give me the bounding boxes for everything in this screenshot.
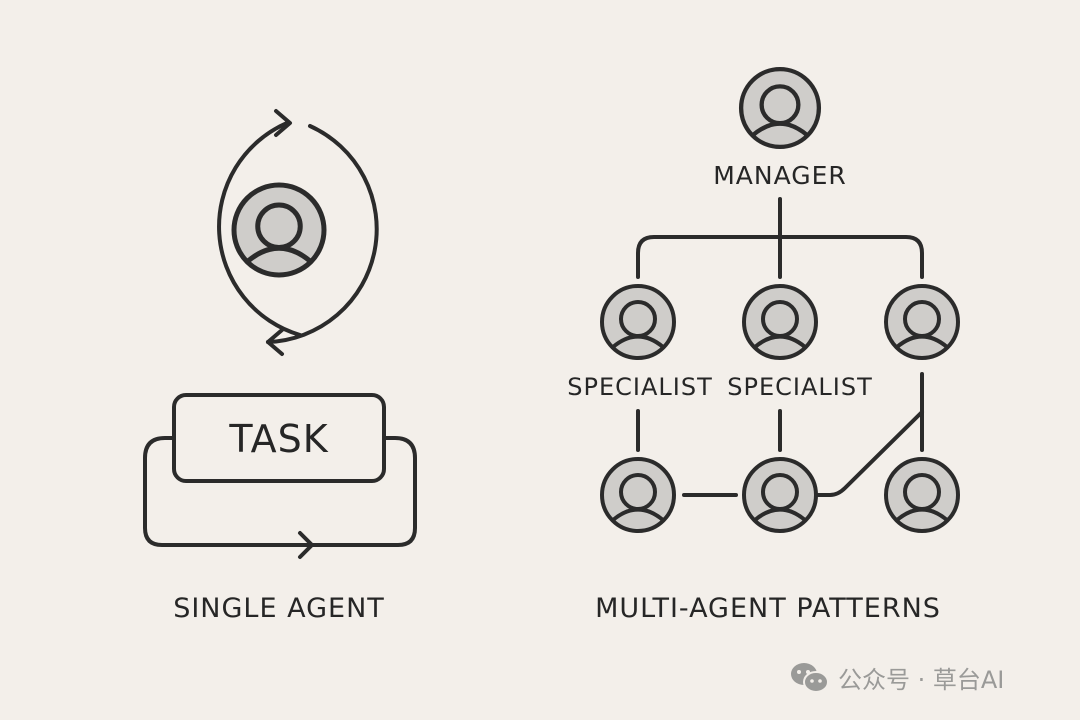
specialist-avatar-icon [742, 284, 818, 360]
specialist-avatar-icon [600, 284, 676, 360]
watermark-text: 公众号 · 草台AI [838, 666, 1005, 694]
watermark: 公众号 · 草台AI [790, 660, 1004, 695]
specialist-label: SPECIALIST [727, 373, 872, 401]
specialist-label: SPECIALIST [567, 373, 712, 401]
specialist-avatar-icon [884, 284, 960, 360]
multi-agent-caption: MULTI-AGENT PATTERNS [595, 593, 941, 624]
hierarchy-connectors [636, 197, 924, 279]
cycle-arrow-icon [217, 109, 379, 356]
single-agent-avatar-icon [234, 185, 324, 275]
single-agent-section: TASK SINGLE AGENT [143, 109, 417, 624]
manager-label: MANAGER [713, 161, 847, 190]
wechat-icon [791, 662, 829, 693]
task-label: TASK [228, 417, 328, 461]
manager-avatar-icon [741, 69, 819, 147]
worker-avatar-icon [600, 457, 676, 533]
worker-avatar-icon [884, 457, 960, 533]
task-box [172, 393, 386, 483]
loop-arrow-icon [143, 436, 417, 559]
multi-agent-section: MANAGER SPECIALIST SPECIALIST MULTI-AGEN… [567, 69, 960, 624]
single-agent-caption: SINGLE AGENT [173, 593, 385, 624]
peer-connectors [636, 372, 924, 497]
worker-avatar-icon [742, 457, 818, 533]
